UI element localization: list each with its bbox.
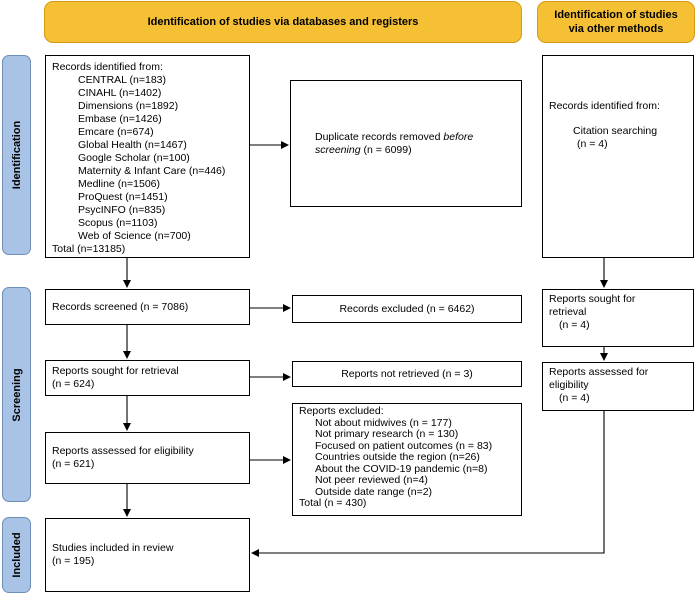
exclusion-reason: Outside date range (n=2) xyxy=(315,485,433,498)
reports-excluded-box: Reports excluded: Not about midwives (n … xyxy=(292,403,522,516)
other-sought-count: (n = 4) xyxy=(559,319,590,331)
exclusion-reason: Focused on patient outcomes (n = 83) xyxy=(315,439,493,452)
source-item: CINAHL (n=1402) xyxy=(78,87,162,99)
source-item: Medline (n=1506) xyxy=(78,178,161,190)
records-screened-box: Records screened (n = 7086) xyxy=(45,289,250,325)
reports-sought-count: (n = 624) xyxy=(52,378,95,390)
phase-identification: Identification xyxy=(2,55,31,255)
header-other-line2: via other methods xyxy=(568,23,664,35)
source-item: Maternity & Infant Care (n=446) xyxy=(78,165,226,177)
reports-assessed-box: Reports assessed for eligibility (n = 62… xyxy=(45,432,250,484)
duplicates-text-emph: before xyxy=(443,130,474,143)
duplicates-removed-box: Duplicate records removed before screeni… xyxy=(290,80,522,207)
records-excluded-text: Records excluded (n = 6462) xyxy=(339,302,475,315)
reports-not-retrieved-box: Reports not retrieved (n = 3) xyxy=(292,361,522,387)
arrow-other-to-included xyxy=(251,411,605,557)
records-screened-text: Records screened (n = 7086) xyxy=(52,300,189,313)
records-excluded-box: Records excluded (n = 6462) xyxy=(292,295,522,323)
source-item: CENTRAL (n=183) xyxy=(78,74,167,86)
phase-included: Included xyxy=(2,517,31,593)
duplicates-text-screening: screening xyxy=(315,143,361,156)
reports-not-retrieved-text: Reports not retrieved (n = 3) xyxy=(341,367,473,380)
other-reports-sought-box: Reports sought for retrieval (n = 4) xyxy=(542,289,694,347)
other-records-identified-box: Records identified from: Citation search… xyxy=(542,55,694,258)
source-item: Scopus (n=1103) xyxy=(78,217,158,229)
reports-excluded-title: Reports excluded: xyxy=(299,405,384,417)
reports-sought-box: Reports sought for retrieval (n = 624) xyxy=(45,360,250,396)
records-identified-title: Records identified from: xyxy=(52,61,163,73)
other-reports-assessed-box: Reports assessed for eligibility (n = 4) xyxy=(542,362,694,411)
other-assessed-line1: Reports assessed for xyxy=(549,366,649,378)
duplicates-text-count: (n = 6099) xyxy=(360,143,412,156)
source-item: Google Scholar (n=100) xyxy=(78,152,190,164)
exclusion-reason: Not primary research (n = 130) xyxy=(315,428,459,440)
other-records-method: Citation searching xyxy=(573,125,658,137)
source-item: Global Health (n=1467) xyxy=(78,139,187,151)
reports-sought-line1: Reports sought for retrieval xyxy=(52,365,179,377)
exclusion-reason: Not about midwives (n = 177) xyxy=(315,416,452,429)
source-item: Dimensions (n=1892) xyxy=(78,100,179,112)
reports-assessed-count: (n = 621) xyxy=(52,458,95,470)
studies-included-box: Studies included in review (n = 195) xyxy=(45,518,250,592)
header-databases: Identification of studies via databases … xyxy=(44,1,522,43)
reports-excluded-total: Total (n = 430) xyxy=(299,497,367,509)
other-records-count: (n = 4) xyxy=(577,138,608,150)
other-assessed-count: (n = 4) xyxy=(559,392,590,404)
phase-screening: Screening xyxy=(2,287,31,502)
other-sought-line1: Reports sought for xyxy=(549,293,636,305)
header-other-methods: Identification of studies via other meth… xyxy=(537,1,695,43)
reports-assessed-line1: Reports assessed for eligibility xyxy=(52,445,194,457)
exclusion-reason: Countries outside the region (n=26) xyxy=(315,451,480,463)
other-assessed-line2: eligibility xyxy=(549,379,589,391)
other-sought-line2: retrieval xyxy=(549,306,587,318)
other-records-title: Records identified from: xyxy=(549,100,660,112)
source-item: Web of Science (n=700) xyxy=(78,230,191,242)
duplicates-text-pre: Duplicate records removed xyxy=(315,130,444,143)
source-item: ProQuest (n=1451) xyxy=(78,191,168,203)
source-item: Emcare (n=674) xyxy=(78,126,154,138)
exclusion-reason: Not peer reviewed (n=4) xyxy=(315,474,428,486)
header-databases-text: Identification of studies via databases … xyxy=(147,16,419,28)
header-other-line1: Identification of studies xyxy=(554,9,678,21)
studies-included-line1: Studies included in review xyxy=(52,542,174,554)
records-identified-box: Records identified from: CENTRAL (n=183)… xyxy=(45,55,250,258)
records-identified-total: Total (n=13185) xyxy=(52,243,126,255)
studies-included-count: (n = 195) xyxy=(52,555,95,567)
source-item: Embase (n=1426) xyxy=(78,113,162,125)
source-item: PsycINFO (n=835) xyxy=(78,204,166,216)
exclusion-reason: About the COVID-19 pandemic (n=8) xyxy=(315,462,488,475)
